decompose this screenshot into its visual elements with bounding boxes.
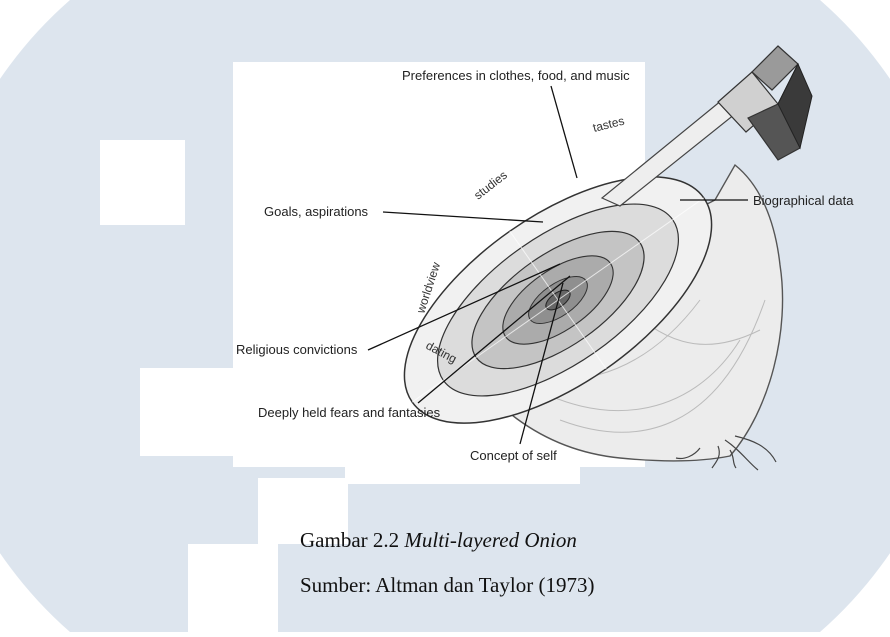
figure-caption: Gambar 2.2 Multi-layered Onion bbox=[300, 528, 577, 553]
figure-panel-tail bbox=[345, 466, 580, 484]
label-self: Concept of self bbox=[470, 448, 557, 463]
figure-source: Sumber: Altman dan Taylor (1973) bbox=[300, 573, 594, 598]
label-preferences: Preferences in clothes, food, and music bbox=[402, 68, 630, 83]
label-fears: Deeply held fears and fantasies bbox=[258, 405, 441, 420]
label-religious: Religious convictions bbox=[236, 342, 358, 357]
label-biographical: Biographical data bbox=[753, 193, 854, 208]
label-goals: Goals, aspirations bbox=[264, 204, 369, 219]
caption-prefix: Gambar 2.2 bbox=[300, 528, 404, 552]
caption-title: Multi-layered Onion bbox=[404, 528, 576, 552]
